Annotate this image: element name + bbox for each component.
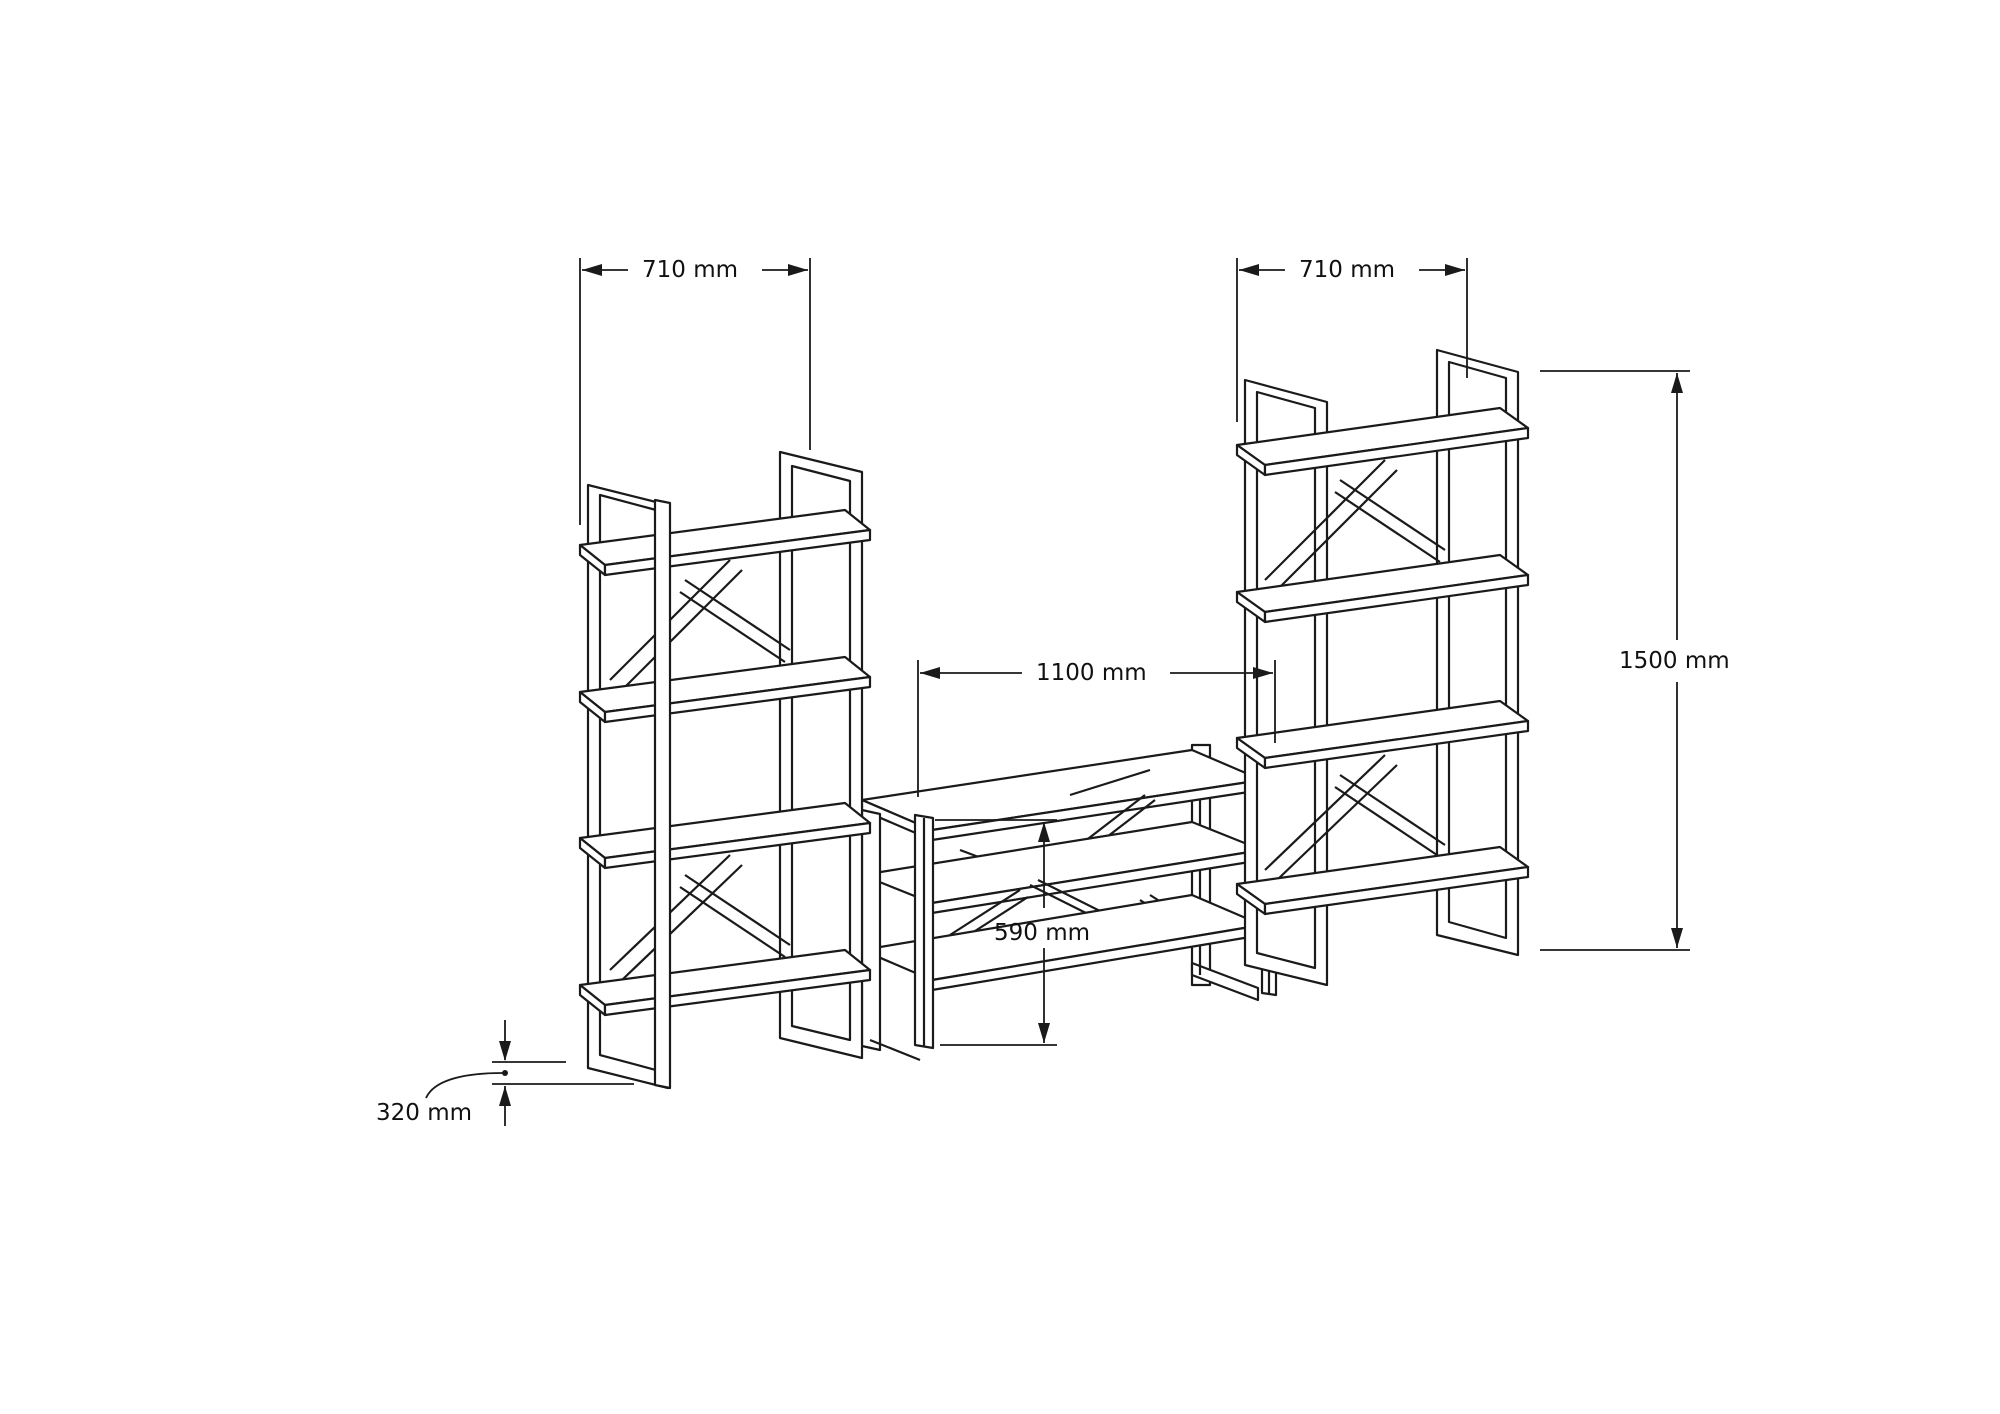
left-bookcase	[578, 450, 872, 1090]
dim-label-depth: 320 mm	[372, 1100, 477, 1126]
left-shelves	[578, 508, 872, 1017]
dim-label-low-height: 590 mm	[994, 920, 1091, 946]
dim-label-left-width: 710 mm	[638, 257, 743, 283]
dimension-lines	[425, 258, 1690, 1126]
dim-label-center-width: 1100 mm	[1032, 660, 1151, 686]
right-shelves	[1235, 406, 1530, 916]
center-console	[860, 743, 1278, 1062]
right-bookcase	[1235, 348, 1530, 987]
dim-label-tall-height: 1500 mm	[1615, 648, 1734, 674]
dim-label-right-width: 710 mm	[1295, 257, 1400, 283]
